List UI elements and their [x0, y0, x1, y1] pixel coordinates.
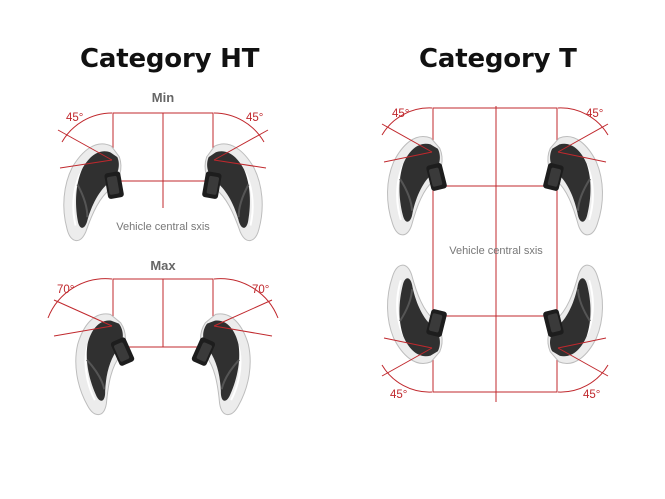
ht-min-right-flap: [192, 112, 274, 243]
axis-label-t: Vehicle central sxis: [449, 245, 543, 257]
angle-ht-min-left: 45°: [66, 112, 83, 124]
t-front-left-flap: [372, 107, 460, 238]
ht-max-right-flap: [173, 278, 279, 419]
angle-t-rear-right: 45°: [583, 389, 600, 401]
t-rear-right-flap: [530, 262, 618, 393]
title-category-ht: Category HT: [80, 44, 260, 74]
title-category-t: Category T: [419, 44, 577, 74]
ht-min-left-flap: [52, 112, 134, 243]
ht-min-frame: [112, 112, 214, 208]
t-rear-left-flap: [372, 262, 460, 393]
angle-t-front-left: 45°: [392, 108, 409, 120]
t-front-right-flap: [530, 107, 618, 238]
label-max: Max: [150, 258, 176, 273]
angle-t-front-right: 45°: [586, 108, 603, 120]
ht-max-frame: [112, 278, 214, 348]
t-frame: [432, 106, 558, 402]
angle-t-rear-left: 45°: [390, 389, 407, 401]
ht-max-left-flap: [47, 278, 153, 419]
label-min: Min: [152, 90, 174, 105]
angle-ht-max-left: 70°: [57, 284, 74, 296]
axis-label-ht: Vehicle central sxis: [116, 221, 210, 233]
angle-ht-max-right: 70°: [252, 284, 269, 296]
angle-ht-min-right: 45°: [246, 112, 263, 124]
